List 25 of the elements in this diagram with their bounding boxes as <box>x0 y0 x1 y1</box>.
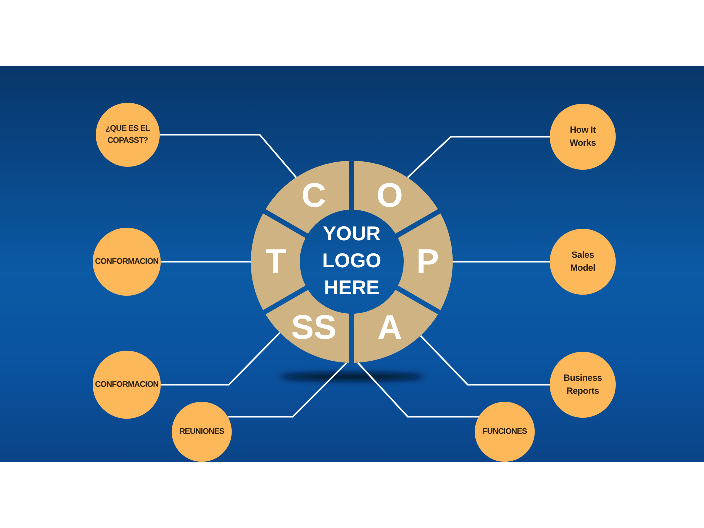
segment-letter: A <box>378 310 402 345</box>
leader-line <box>228 362 348 418</box>
ring-segment <box>251 213 306 311</box>
segment-letter: T <box>266 245 286 279</box>
leader-line <box>420 335 550 386</box>
circle-label: CONFORMACION <box>95 379 159 391</box>
leader-line <box>453 261 550 263</box>
segment-letter: SS <box>291 310 337 345</box>
circle-label: How It Works <box>568 124 598 150</box>
leader-line <box>161 261 251 263</box>
leader-line <box>407 136 550 178</box>
circle-label: Business Reports <box>562 372 604 398</box>
circle-label: CONFORMACION <box>95 256 159 268</box>
circle-label: ¿QUE ES EL COPASST? <box>104 123 152 147</box>
leader-line <box>357 362 480 418</box>
circle-label: Sales Model <box>570 248 596 275</box>
circle-label: REUNIONES <box>178 426 226 438</box>
segment-letter: O <box>376 179 404 214</box>
leader-line <box>160 134 298 178</box>
leader-line <box>161 332 281 386</box>
circle-label: FUNCIONES <box>482 426 528 438</box>
center-label: YOUR LOGO HERE <box>322 222 382 302</box>
segment-letter: P <box>416 245 440 279</box>
ring-segment <box>398 213 453 311</box>
segment-letter: C <box>302 179 326 214</box>
